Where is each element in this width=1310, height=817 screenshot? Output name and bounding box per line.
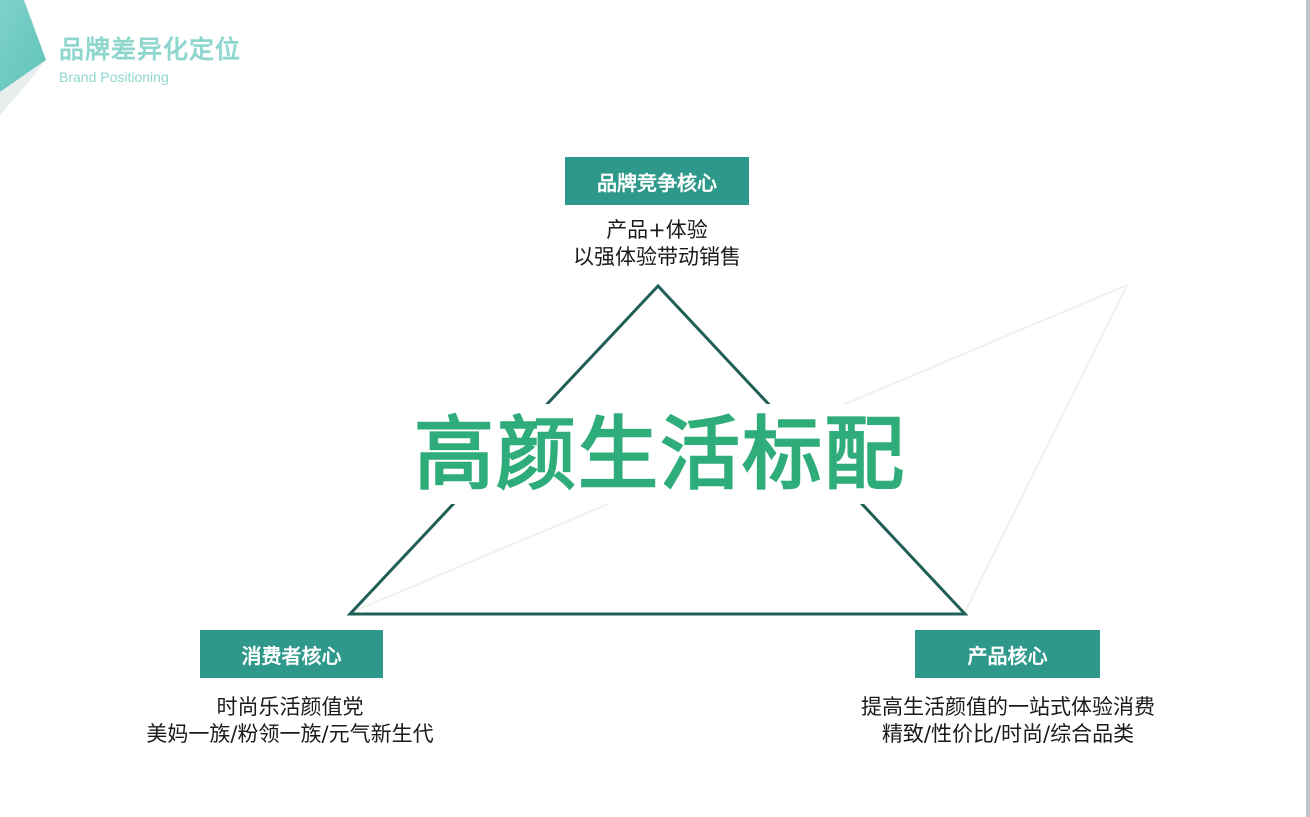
corner-decoration — [0, 0, 46, 115]
tag-label: 消费者核心 — [241, 643, 342, 668]
left-description: 时尚乐活颜值党 美妈一族/粉领一族/元气新生代 — [110, 694, 470, 748]
page-right-edge — [1306, 0, 1310, 817]
right-description: 提高生活颜值的一站式体验消费 精致/性价比/时尚/综合品类 — [832, 694, 1184, 748]
tag-label: 产品核心 — [967, 643, 1048, 668]
center-backdrop — [422, 404, 896, 504]
top-description: 产品+体验 以强体验带动销售 — [520, 217, 794, 271]
desc-line: 以强体验带动销售 — [573, 245, 741, 269]
tag-label: 品牌竞争核心 — [597, 170, 717, 195]
tag-brand-competition-core: 品牌竞争核心 — [565, 157, 749, 205]
desc-line: 精致/性价比/时尚/综合品类 — [881, 722, 1135, 746]
tag-consumer-core: 消费者核心 — [200, 630, 383, 678]
desc-line: 美妈一族/粉领一族/元气新生代 — [146, 722, 434, 746]
desc-line: 时尚乐活颜值党 — [216, 695, 364, 719]
tag-product-core: 产品核心 — [915, 630, 1100, 678]
page-subtitle: Brand Positioning — [59, 69, 169, 85]
desc-line: 提高生活颜值的一站式体验消费 — [861, 695, 1155, 719]
desc-line: 产品+体验 — [606, 218, 708, 242]
center-slogan: 高颜生活标配 — [414, 408, 906, 501]
page-title: 品牌差异化定位 — [59, 35, 242, 64]
